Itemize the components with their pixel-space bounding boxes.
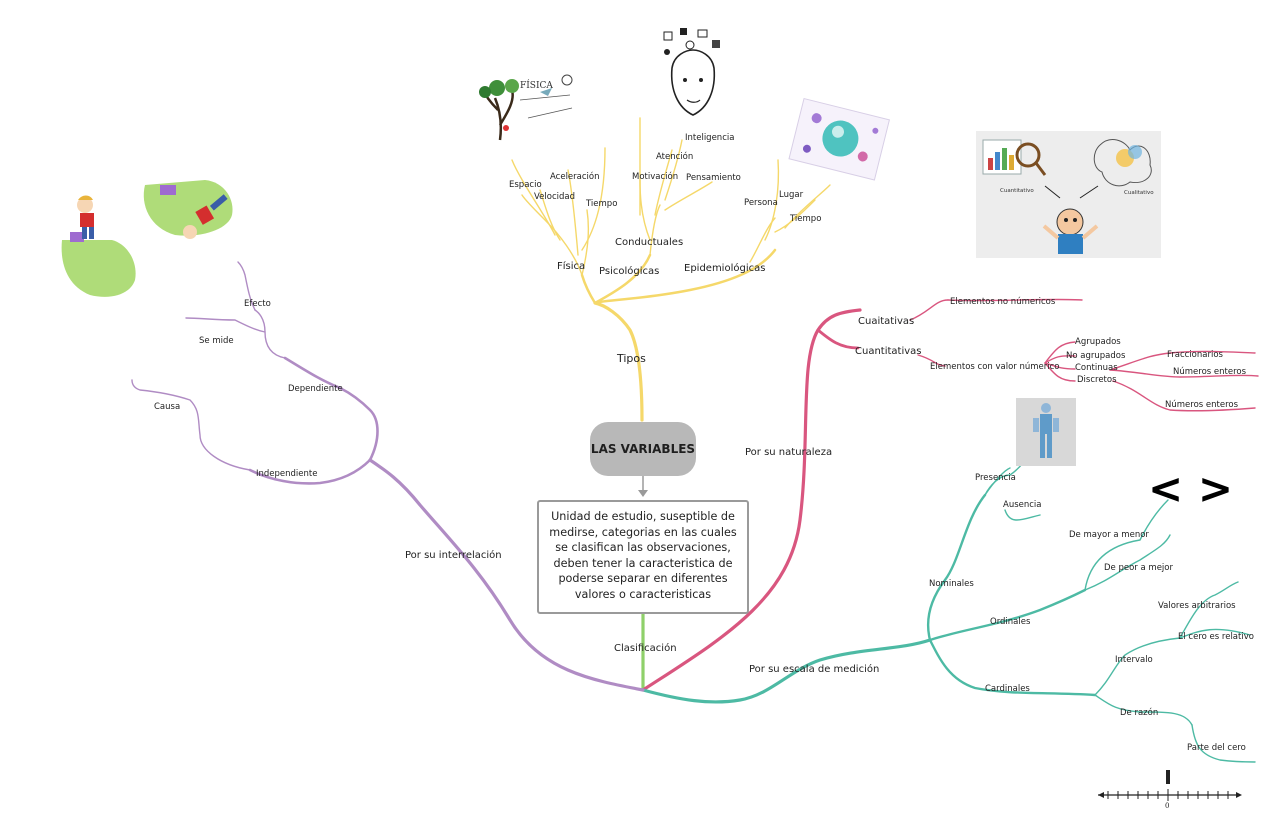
label-conductuales: Conductuales <box>615 237 683 248</box>
label-escala: Por su escala de medición <box>749 663 879 675</box>
label-naturaleza: Por su naturaleza <box>745 447 832 458</box>
definition-box: Unidad de estudio, suseptible de medirse… <box>537 500 749 614</box>
head-illustration <box>658 25 728 118</box>
svg-text:Cualitativo: Cualitativo <box>1124 190 1154 196</box>
label-independiente: Independiente <box>256 469 317 479</box>
label-agrupados: Agrupados <box>1075 337 1121 347</box>
label-ausencia: Ausencia <box>1003 500 1042 510</box>
label-velocidad: Velocidad <box>534 192 575 202</box>
label-tipos: Tipos <box>616 352 646 365</box>
label-dependiente: Dependiente <box>288 384 343 394</box>
label-causa: Causa <box>154 402 180 412</box>
comparison-brackets-icon: < > <box>1148 464 1233 513</box>
label-intervalo: Intervalo <box>1115 655 1153 665</box>
label-peor-mejor: De peor a mejor <box>1104 563 1173 573</box>
label-cualitativas: Cuaitativas <box>858 316 914 327</box>
label-mayor-menor: De mayor a menor <box>1069 530 1149 540</box>
quant-qual-illustration: Cuantitativo Cualitativo <box>976 131 1161 258</box>
svg-text:Cuantitativo: Cuantitativo <box>1000 188 1034 194</box>
label-aceleracion: Aceleración <box>550 171 600 182</box>
label-presencia: Presencia <box>975 473 1016 483</box>
label-inteligencia: Inteligencia <box>685 133 734 143</box>
branch-tipos <box>511 117 831 422</box>
label-discretos: Discretos <box>1077 375 1117 385</box>
label-continuas: Continuas <box>1075 363 1118 373</box>
physics-illustration: FÍSICA <box>479 72 576 141</box>
label-tiempo-epi: Tiempo <box>789 214 821 224</box>
label-espacio: Espacio <box>509 180 542 190</box>
label-razon: De razón <box>1120 707 1158 718</box>
children-sofa-illustration <box>61 180 233 297</box>
label-cardinales: Cardinales <box>985 684 1030 694</box>
central-topic-las-variables[interactable]: LAS VARIABLES <box>590 422 696 476</box>
label-ordinales: Ordinales <box>990 617 1031 627</box>
label-parte-cero: Parte del cero <box>1187 743 1246 753</box>
label-clasificacion: Clasificación <box>614 642 677 654</box>
label-epidemiologicas: Epidemiológicas <box>684 262 765 274</box>
label-cero-relativo: El cero es relativo <box>1178 632 1254 642</box>
svg-text:0: 0 <box>1165 802 1169 810</box>
label-se-mide: Se mide <box>199 336 234 346</box>
label-motivacion: Motivación <box>632 171 678 182</box>
svg-text:FÍSICA: FÍSICA <box>520 79 553 91</box>
number-line-illustration: 0 <box>1098 770 1242 810</box>
label-fraccionarios: Fraccionarios <box>1167 350 1224 360</box>
label-numeros-enteros-2: Números enteros <box>1165 400 1239 410</box>
branch-interrelacion <box>131 261 645 692</box>
central-to-definition-link <box>638 476 648 497</box>
label-interrelacion: Por su interrelación <box>405 549 502 561</box>
label-valores-arbitrarios: Valores arbitrarios <box>1158 601 1236 611</box>
label-no-numericos: Elementos no númericos <box>950 297 1056 307</box>
label-lugar: Lugar <box>779 190 804 200</box>
label-tiempo-fisica: Tiempo <box>585 199 617 209</box>
branch-naturaleza <box>641 298 1259 692</box>
epidemiology-illustration <box>788 97 891 181</box>
label-atencion: Atención <box>656 151 693 162</box>
label-fisica: Física <box>557 260 585 272</box>
label-nominales: Nominales <box>929 579 974 589</box>
label-psicologicas: Psicológicas <box>599 265 659 277</box>
label-cuantitativas: Cuantitativas <box>855 346 922 357</box>
label-no-agrupados: No agrupados <box>1066 351 1126 361</box>
robot-illustration <box>1016 398 1076 466</box>
label-valor-numerico: Elementos con valor númerico <box>930 362 1060 372</box>
label-pensamiento: Pensamiento <box>686 173 741 183</box>
label-numeros-enteros-1: Números enteros <box>1173 367 1247 377</box>
label-efecto: Efecto <box>244 299 271 309</box>
label-persona: Persona <box>744 198 778 208</box>
